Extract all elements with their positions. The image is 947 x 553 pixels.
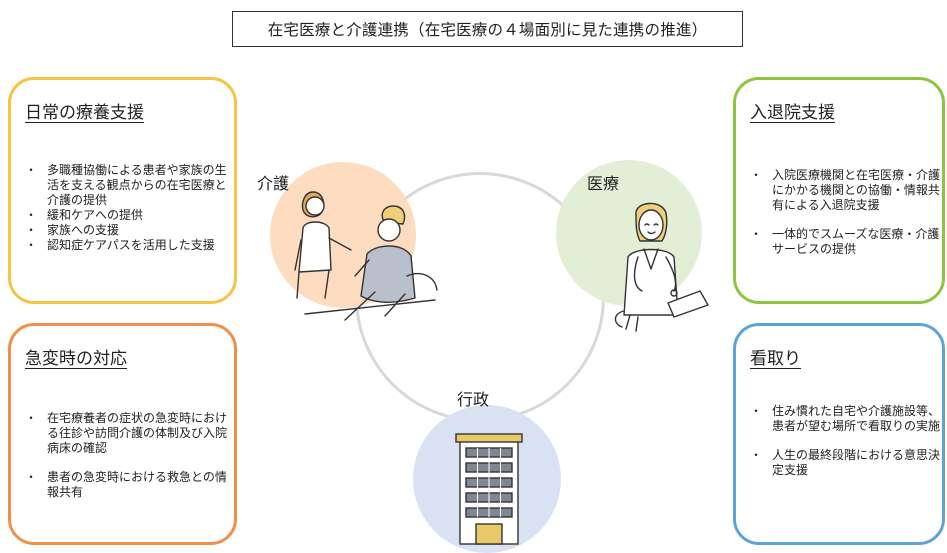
government-building-illustration xyxy=(455,433,523,545)
card-emergency-response: 急変時の対応 在宅療養者の症状の急変時における往診や訪問介護の体制及び入院病床の… xyxy=(8,323,237,545)
list-item: 多職種協働による患者や家族の生活を支える観点からの在宅医療と介護の提供 xyxy=(25,163,230,208)
iryo-label: 医療 xyxy=(587,174,620,193)
card-daily-care: 日常の療養支援 多職種協働による患者や家族の生活を支える観点からの在宅医療と介護… xyxy=(8,77,237,304)
list-item: 住み慣れた自宅や介護施設等、患者が望む場所で看取りの実施 xyxy=(750,404,942,434)
card-heading: 看取り xyxy=(750,349,801,369)
list-item: 在宅療養者の症状の急変時における往診や訪問介護の体制及び入院病床の確認 xyxy=(25,411,230,456)
caregiver-patient-illustration xyxy=(294,191,438,321)
list-item: 家族への支援 xyxy=(25,223,230,238)
list-item: 人生の最終段階における意思決定支援 xyxy=(750,448,942,478)
card-end-of-life: 看取り 住み慣れた自宅や介護施設等、患者が望む場所で看取りの実施 人生の最終段階… xyxy=(733,323,945,545)
card-list: 入院医療機関と在宅医療・介護にかかる機関との協働・情報共有による入退院支援 一体… xyxy=(750,168,940,257)
diagram-title: 在宅医療と介護連携（在宅医療の４場面別に見た連携の推進） xyxy=(232,11,743,47)
card-heading: 急変時の対応 xyxy=(25,349,127,369)
card-admission-discharge: 入退院支援 入院医療機関と在宅医療・介護にかかる機関との協働・情報共有による入退… xyxy=(733,77,945,304)
doctor-illustration xyxy=(614,202,709,332)
card-heading: 日常の療養支援 xyxy=(25,103,144,123)
card-heading: 入退院支援 xyxy=(750,103,835,123)
card-list: 在宅療養者の症状の急変時における往診や訪問介護の体制及び入院病床の確認 患者の急… xyxy=(25,411,230,500)
list-item: 緩和ケアへの提供 xyxy=(25,208,230,223)
gyosei-label: 行政 xyxy=(457,390,490,409)
list-item: 患者の急変時における救急との情報共有 xyxy=(25,470,230,500)
card-list: 住み慣れた自宅や介護施設等、患者が望む場所で看取りの実施 人生の最終段階における… xyxy=(750,404,942,478)
list-item: 認知症ケアパスを活用した支援 xyxy=(25,238,230,253)
kaigo-label: 介護 xyxy=(257,174,290,193)
card-list: 多職種協働による患者や家族の生活を支える観点からの在宅医療と介護の提供 緩和ケア… xyxy=(25,163,230,253)
list-item: 入院医療機関と在宅医療・介護にかかる機関との協働・情報共有による入退院支援 xyxy=(750,168,940,213)
list-item: 一体的でスムーズな医療・介護サービスの提供 xyxy=(750,227,940,257)
